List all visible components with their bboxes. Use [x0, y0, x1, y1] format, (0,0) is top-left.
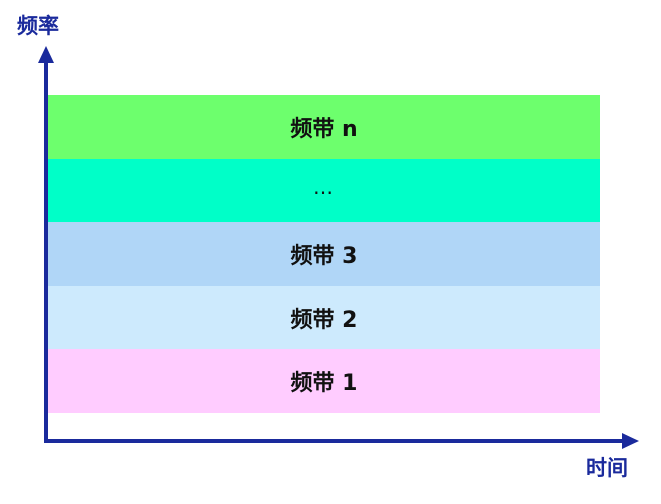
x-axis-label: 时间 — [586, 456, 628, 480]
band-label: 频带 1 — [290, 371, 358, 397]
y-axis-label: 频率 — [17, 14, 59, 38]
y-axis-arrow-icon — [38, 46, 54, 63]
frequency-bands: 频带 n … 频带 3 频带 2 频带 1 — [48, 95, 600, 413]
band-2: 频带 2 — [48, 285, 600, 350]
band-label: 频带 2 — [290, 307, 358, 333]
band-label: 频带 n — [290, 116, 358, 142]
x-axis-arrow-icon — [622, 433, 639, 449]
band-label: 频带 3 — [290, 243, 358, 269]
band-ellipsis: … — [48, 158, 600, 223]
band-3: 频带 3 — [48, 222, 600, 286]
band-1: 频带 1 — [48, 349, 600, 413]
band-label: … — [313, 175, 335, 200]
band-n: 频带 n — [48, 95, 600, 159]
